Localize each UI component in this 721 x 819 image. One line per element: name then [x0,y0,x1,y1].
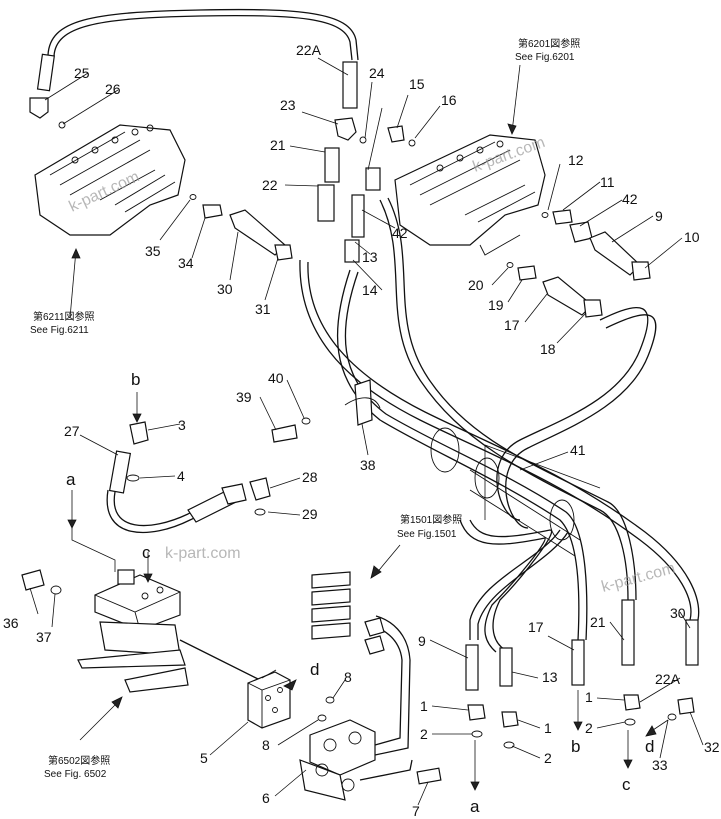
callout-22: 22 [262,177,278,193]
callout-23: 22A [296,42,322,58]
letter-c-bottom: c [622,775,631,794]
letter-b-bottom: b [571,737,580,756]
callout-35: 34 [178,255,194,271]
ref-6211-jp: 第6211図参照 [33,310,95,323]
callout-40: 39 [236,389,252,405]
callout-11: 11 [600,174,615,190]
callout-1-c: 1 [585,689,593,705]
callout-20: 20 [468,277,484,293]
ppc-valve-block [21,569,261,693]
connection-letters: b a c d a b c d [66,370,654,816]
callout-34: 33 [652,757,668,773]
callout-21-top: 21 [270,137,286,153]
connection-arrows [67,392,669,791]
callout-16: 16 [441,92,457,108]
callout-4: 4 [177,468,185,484]
bottom-right-fittings [465,599,699,749]
callout-9-top: 9 [655,208,663,224]
watermarks: k-part.com k-part.com k-part.com k-part.… [67,134,678,596]
part-callouts: 22A 24 15 16 23 21 22 42 13 14 12 11 42 … [3,42,720,819]
callout-27: 26 [105,81,121,97]
callout-2-c: 2 [585,720,593,736]
left-valve-fittings [29,53,293,261]
leader-lines [29,57,704,806]
letter-b-top: b [131,370,140,389]
letter-d-block: d [310,660,319,679]
callout-30: 29 [302,506,318,522]
letter-a-left: a [66,470,76,489]
callout-5: 5 [200,750,208,766]
callout-1-a: 1 [420,698,428,714]
callout-12: 12 [568,152,584,168]
solenoid-valve-6 [299,571,442,801]
ref-6201-en: See Fig.6201 [515,52,575,63]
ref-6211-en: See Fig.6211 [30,325,89,336]
control-valve-right [394,134,546,256]
control-valve-left [34,124,186,236]
callout-13-bottom: 13 [542,669,558,685]
callout-39: 38 [360,457,376,473]
letter-a-bottom: a [470,797,480,816]
callout-19: 19 [488,297,504,313]
ref-1501-en: See Fig.1501 [397,529,457,540]
callout-38: 37 [36,629,52,645]
letter-c-left: c [142,543,151,562]
figure-references: 第6201図参照 See Fig.6201 第6211図参照 See Fig.6… [30,37,580,780]
callout-7: 7 [412,803,420,819]
callout-31-top: 30 [217,281,233,297]
callout-36: 35 [145,243,161,259]
callout-29: 28 [302,469,318,485]
reference-arrows [69,64,601,741]
left-mid-fittings [108,421,271,523]
callout-41: 40 [268,370,284,386]
callout-3: 3 [178,417,186,433]
callout-26: 25 [74,65,90,81]
ref-6201-jp: 第6201図参照 [518,37,580,50]
callout-21-bottom: 21 [590,614,606,630]
valve-block-5 [247,669,335,729]
ref-1501-jp: 第1501図参照 [400,513,462,526]
watermark-4: k-part.com [600,560,677,596]
callout-8-bottom: 8 [262,737,270,753]
callout-17-top: 17 [504,317,520,333]
callout-25: 24 [369,65,385,81]
callout-31-bottom: 30 [670,605,686,621]
callout-15: 15 [409,76,425,92]
right-valve-fittings [317,61,651,318]
callout-2-a: 2 [420,726,428,742]
callout-10: 10 [684,229,700,245]
callout-28: 27 [64,423,80,439]
ref-6502-en: See Fig. 6502 [44,769,107,780]
letter-d-bottom: d [645,737,654,756]
callout-8-top: 8 [344,669,352,685]
callout-6: 6 [262,790,270,806]
callout-33: 32 [704,739,720,755]
hose-lines [47,8,700,653]
callout-18: 18 [540,341,556,357]
callout-1-b: 1 [544,720,552,736]
callout-14: 14 [362,282,378,298]
callout-17-bottom: 17 [528,619,544,635]
callout-43-mid: 42 [392,225,408,241]
callout-24: 23 [280,97,296,113]
callout-43-right: 42 [622,191,638,207]
clamp-assembly [271,379,381,443]
callout-9-bottom: 9 [418,633,426,649]
ref-6502-jp: 第6502図参照 [48,754,110,767]
callout-2-b: 2 [544,750,552,766]
callout-13-top: 13 [362,249,378,265]
watermark-3: k-part.com [165,545,241,562]
callout-37: 36 [3,615,19,631]
callout-22A: 22A [655,671,681,687]
callout-32: 31 [255,301,271,317]
callout-42: 41 [570,442,586,458]
